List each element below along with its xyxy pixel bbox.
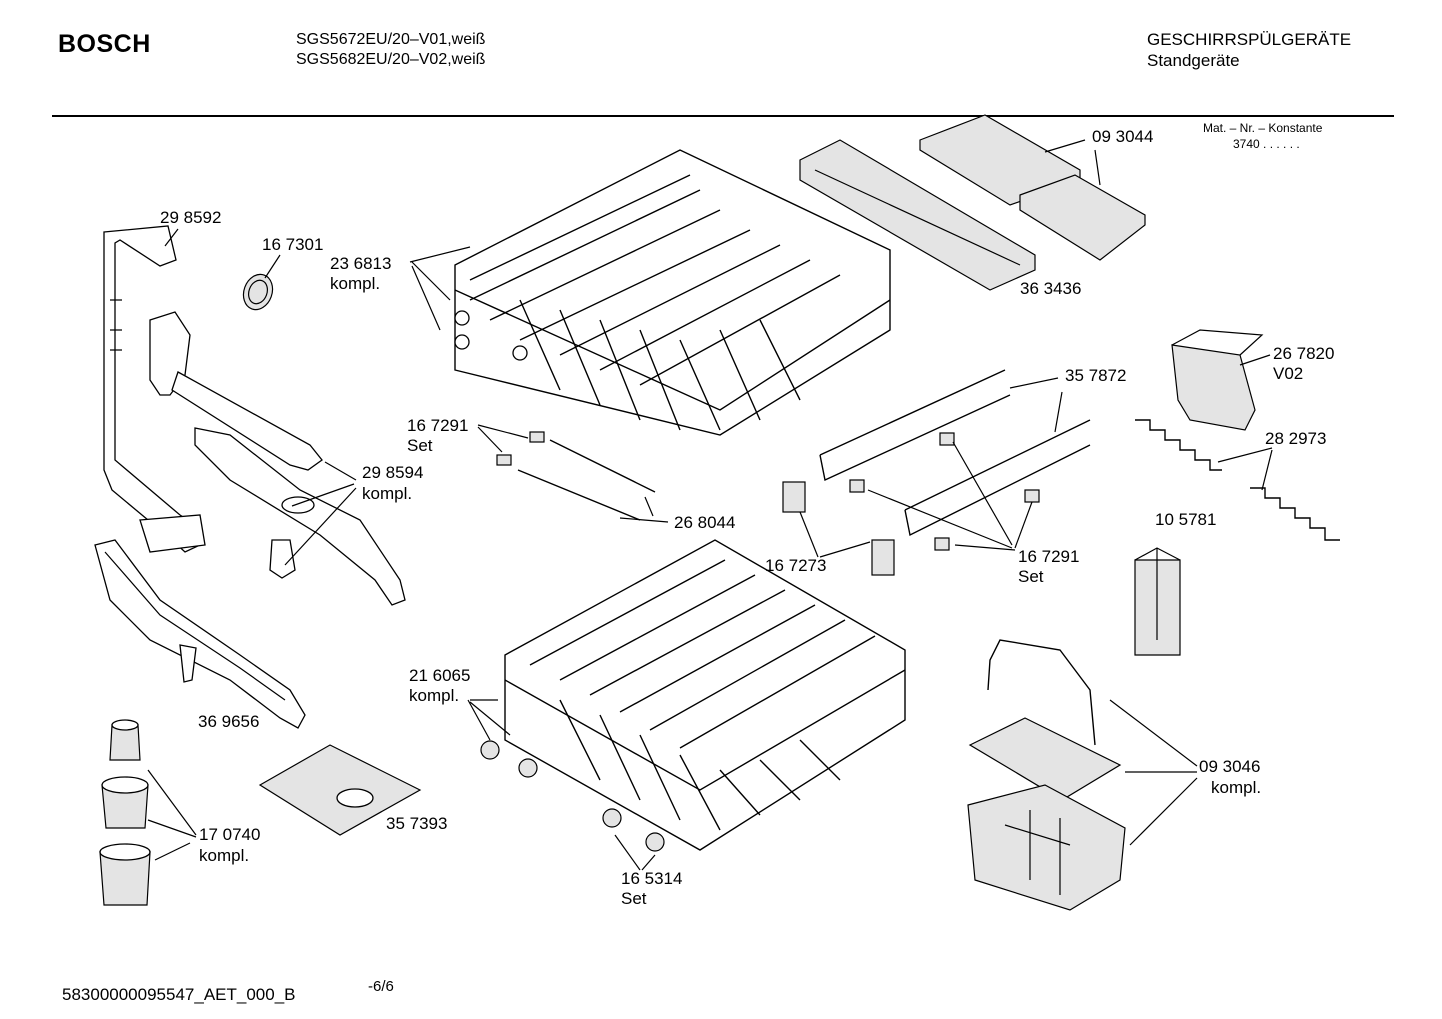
label-26-7820: 26 7820: [1273, 344, 1335, 363]
brand-logo: BOSCH: [58, 30, 151, 58]
label-21-6065: 21 6065: [409, 666, 471, 685]
cutlery-basket-part: [967, 639, 1126, 911]
label-16-5314-sub: Set: [621, 889, 647, 908]
spray-pipe-part: [103, 225, 206, 553]
label-35-7393: 35 7393: [386, 814, 448, 833]
mat-nr-value: 3740 . . . . . .: [1233, 137, 1300, 151]
label-16-7301: 16 7301: [262, 235, 324, 254]
document-id: 58300000095547_AET_000_B: [62, 985, 296, 1004]
lower-spray-arm-part: [94, 539, 306, 729]
label-21-6065-sub: kompl.: [409, 686, 460, 705]
cutlery-basket-small-part: [1171, 329, 1264, 431]
category-subtitle: Standgeräte: [1147, 51, 1240, 70]
upper-basket-part: [454, 149, 891, 436]
tine-steps-part: [1135, 419, 1340, 541]
label-09-3044: 09 3044: [1092, 127, 1154, 146]
label-23-6813: 23 6813: [330, 254, 392, 273]
upper-spray-arm-part: [149, 311, 406, 606]
label-10-5781: 10 5781: [1155, 510, 1217, 529]
label-35-7872: 35 7872: [1065, 366, 1127, 385]
label-28-2973: 28 2973: [1265, 429, 1327, 448]
label-16-7291-b-sub: Set: [1018, 567, 1044, 586]
label-17-0740-sub: kompl.: [199, 846, 250, 865]
label-17-0740: 17 0740: [199, 825, 261, 844]
header-divider: [52, 115, 1394, 117]
label-36-3436: 36 3436: [1020, 279, 1082, 298]
sieve-plate-part: [258, 744, 422, 836]
label-26-8044: 26 8044: [674, 513, 736, 532]
label-36-9656: 36 9656: [198, 712, 260, 731]
label-16-7291-a: 16 7291: [407, 416, 469, 435]
mat-nr-label: Mat. – Nr. – Konstante: [1203, 121, 1323, 135]
label-09-3046-sub: kompl.: [1211, 778, 1262, 797]
label-16-7273: 16 7273: [765, 556, 827, 575]
label-23-6813-sub: kompl.: [330, 274, 381, 293]
label-29-8594-sub: kompl.: [362, 484, 413, 503]
filter-cap-part: [242, 273, 274, 311]
filter-set-part: [99, 719, 151, 906]
label-29-8594: 29 8594: [362, 463, 424, 482]
model-line-2: SGS5682EU/20–V02,weiß: [296, 51, 486, 68]
spike-racks-part: [517, 369, 1091, 537]
model-line-1: SGS5672EU/20–V01,weiß: [296, 31, 486, 48]
rollers-part: [480, 740, 665, 852]
label-16-7291-a-sub: Set: [407, 436, 433, 455]
cutlery-tray-part: [799, 114, 1146, 291]
cutlery-insert-part: [1134, 547, 1181, 656]
label-16-7291-b: 16 7291: [1018, 547, 1080, 566]
label-29-8592: 29 8592: [160, 208, 222, 227]
leader-lines: [147, 139, 1273, 871]
page-number: -6/6: [368, 978, 394, 995]
clips-part: [496, 431, 1040, 576]
label-16-5314: 16 5314: [621, 869, 683, 888]
category-title: GESCHIRRSPÜLGERÄTE: [1147, 30, 1352, 49]
label-26-7820-sub: V02: [1273, 364, 1304, 383]
lower-basket-part: [504, 539, 906, 851]
label-09-3046: 09 3046: [1199, 757, 1261, 776]
